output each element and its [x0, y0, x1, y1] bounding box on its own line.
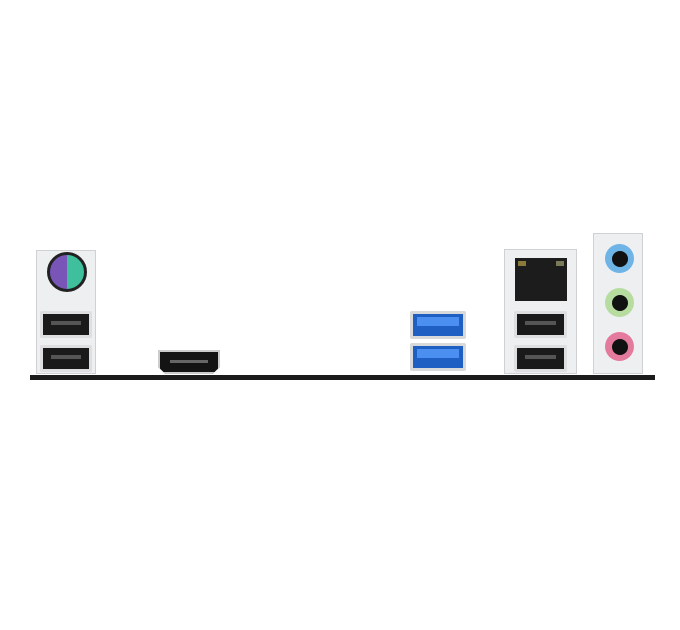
audio-mic-jack[interactable]: [605, 332, 634, 361]
audio-line-in-jack[interactable]: [605, 244, 634, 273]
io-shield-base: [30, 375, 655, 380]
usb2-port[interactable]: [514, 345, 567, 372]
usb2-port[interactable]: [40, 311, 92, 338]
hdmi-port[interactable]: [158, 350, 220, 374]
usb2-port[interactable]: [40, 345, 92, 372]
usb3-port[interactable]: [410, 343, 466, 371]
usb2-port[interactable]: [514, 311, 567, 338]
audio-line-out-jack[interactable]: [605, 288, 634, 317]
rj45-lan-port[interactable]: [515, 258, 567, 301]
usb3-port[interactable]: [410, 311, 466, 339]
led-icon: [556, 261, 564, 266]
ps2-port[interactable]: [47, 252, 87, 292]
led-icon: [518, 261, 526, 266]
